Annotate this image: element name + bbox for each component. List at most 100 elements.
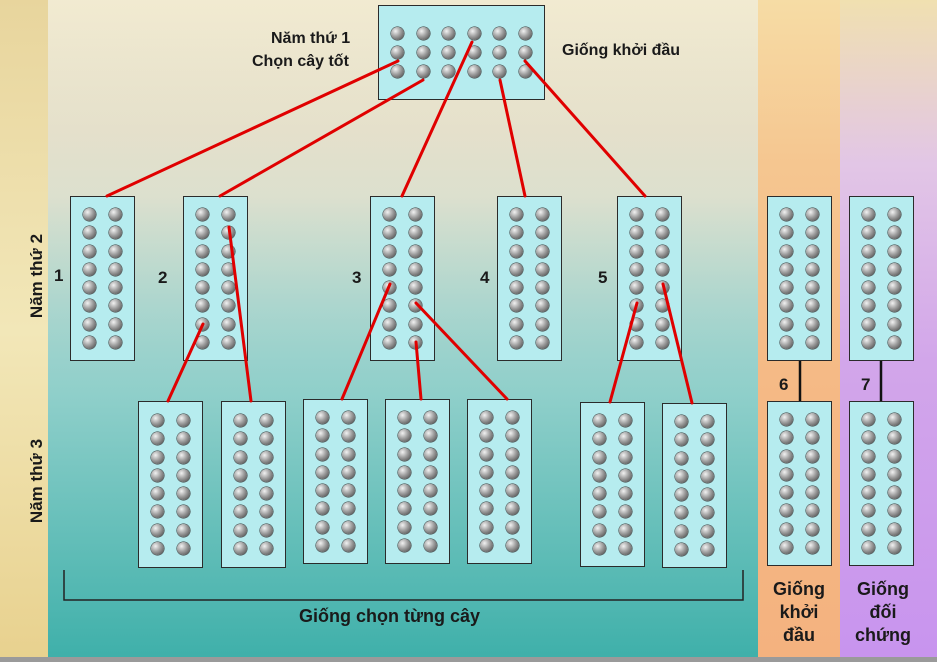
bottom-label: Giống chọn từng cây (299, 606, 481, 626)
plot-number-1: 1 (54, 266, 64, 285)
plant-dot (887, 522, 901, 536)
plant-dot (397, 520, 411, 534)
plant-dot (887, 449, 901, 463)
plot-number-7: 7 (861, 375, 871, 394)
year2-label: Năm thứ 2 (27, 233, 46, 319)
purple-column-label-line2: đối (869, 602, 897, 622)
plant-dot (779, 336, 793, 350)
plant-dot (493, 27, 507, 40)
plant-dot (618, 413, 632, 427)
purple-column-label-line1: Giống (857, 579, 909, 599)
plant-dot (655, 226, 669, 240)
plant-dot (150, 450, 164, 464)
plant-dot (674, 524, 688, 538)
year2-plot-4 (497, 196, 562, 361)
plant-dot (805, 467, 819, 481)
plant-dot (108, 299, 122, 313)
plant-dot (509, 281, 523, 295)
plant-dot (82, 244, 96, 258)
plant-dot (423, 484, 437, 498)
plant-dot (505, 447, 519, 461)
plant-dot (397, 429, 411, 443)
year3-plot-3c (467, 399, 532, 564)
plant-dot (150, 487, 164, 501)
bottom-strip (0, 657, 937, 662)
plant-dot (861, 541, 875, 555)
plant-dot (861, 431, 875, 445)
plant-dot (861, 226, 875, 240)
plant-dot (108, 244, 122, 258)
plot-number-5: 5 (598, 268, 608, 287)
plant-dot (150, 505, 164, 519)
plant-dot (861, 467, 875, 481)
plant-dot (629, 207, 643, 221)
plant-dot (150, 542, 164, 556)
plant-dot (423, 429, 437, 443)
year2-plot-2 (183, 196, 248, 361)
plant-dot (518, 27, 532, 40)
plant-dot (861, 299, 875, 313)
plant-dot (700, 469, 714, 483)
plant-dot (315, 465, 329, 479)
year2-plot-5 (617, 196, 682, 361)
plant-dot (618, 542, 632, 556)
plant-dot (505, 465, 519, 479)
plant-dot (259, 468, 273, 482)
plant-dot (176, 505, 190, 519)
year2-plot-3 (370, 196, 435, 361)
plant-dot (408, 281, 422, 295)
plant-dot (618, 468, 632, 482)
plant-dot (82, 262, 96, 276)
plant-dot (592, 487, 606, 501)
plant-dot (467, 65, 481, 78)
plant-dot (382, 262, 396, 276)
left-decoration-band (0, 0, 48, 662)
plant-dot (176, 487, 190, 501)
plant-dot (493, 65, 507, 78)
plant-dot (82, 299, 96, 313)
plant-dot (221, 207, 235, 221)
plant-dot (629, 336, 643, 350)
plant-dot (509, 317, 523, 331)
plant-dot (221, 317, 235, 331)
year3-label: Năm thứ 3 (27, 438, 46, 524)
plant-dot (518, 46, 532, 59)
year1-plot (378, 5, 545, 100)
plant-dot (700, 451, 714, 465)
plant-dot (382, 244, 396, 258)
plant-dot (618, 487, 632, 501)
plant-dot (505, 410, 519, 424)
plant-dot (150, 523, 164, 537)
plant-dot (108, 207, 122, 221)
plant-dot (467, 27, 481, 40)
plant-dot (479, 502, 493, 516)
plant-dot (629, 317, 643, 331)
plant-dot (779, 467, 793, 481)
plant-dot (805, 522, 819, 536)
year2-plot-7 (849, 196, 914, 361)
plant-dot (195, 244, 209, 258)
plant-dot (535, 207, 549, 221)
plant-dot (887, 486, 901, 500)
plant-dot (674, 506, 688, 520)
plant-dot (805, 281, 819, 295)
plant-dot (887, 244, 901, 258)
plant-dot (233, 542, 247, 556)
plant-dot (805, 244, 819, 258)
plant-dot (887, 541, 901, 555)
plant-dot (341, 484, 355, 498)
plant-dot (397, 410, 411, 424)
plant-dot (315, 539, 329, 553)
plant-dot (592, 542, 606, 556)
plant-dot (233, 432, 247, 446)
plot-number-6: 6 (779, 375, 789, 394)
plant-dot (195, 299, 209, 313)
plant-dot (82, 336, 96, 350)
plant-dot (479, 429, 493, 443)
plant-dot (674, 414, 688, 428)
plant-dot (518, 65, 532, 78)
plant-dot (108, 317, 122, 331)
plant-dot (505, 502, 519, 516)
plant-dot (315, 410, 329, 424)
plant-dot (629, 244, 643, 258)
